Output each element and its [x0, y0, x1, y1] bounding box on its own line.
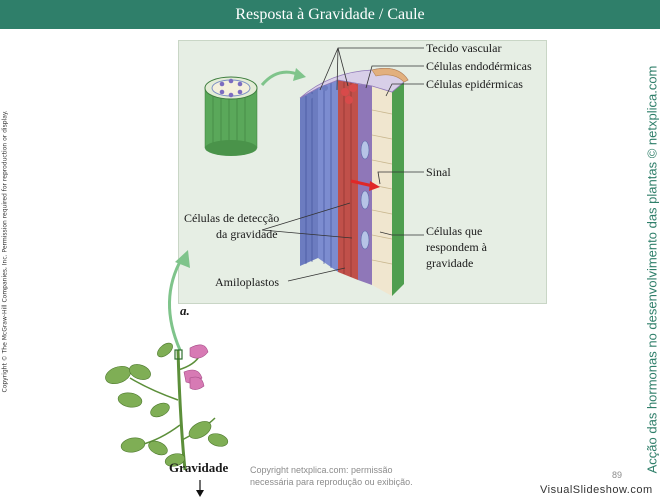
page-number: 89: [612, 470, 623, 480]
watermark-line-2: necessária para reprodução ou exibição.: [250, 477, 413, 487]
header-bar: Resposta à Gravidade / Caule: [0, 0, 660, 29]
copyright-vertical: Copyright © The McGraw-Hill Companies, I…: [1, 110, 9, 393]
gravity-arrowhead-icon: [196, 490, 204, 497]
label-responding-cells-line3: gravidade: [426, 256, 473, 270]
label-endodermal-cells: Células endodérmicas: [426, 59, 532, 73]
label-vascular-tissue: Tecido vascular: [426, 41, 501, 55]
pea-plant-illustration: [105, 342, 229, 471]
side-vertical-title: Acção das hormonas no desenvolvimento da…: [644, 65, 660, 474]
label-responding-cells-line2: respondem à: [426, 240, 488, 254]
zoom-arrowhead-icon: [293, 68, 306, 81]
label-detection-cells-line1: Células de detecção: [184, 211, 279, 225]
footer-brand[interactable]: VisualSlideshow.com: [540, 484, 653, 496]
part-label-a: a.: [180, 303, 190, 318]
label-epidermal-cells: Células epidérmicas: [426, 77, 523, 91]
watermark-text: Copyright netxplica.com: permissão neces…: [250, 464, 430, 488]
page-title: Resposta à Gravidade / Caule: [235, 6, 425, 23]
label-detection-cells-line2: da gravidade: [216, 227, 278, 241]
label-amyloplasts: Amiloplastos: [215, 275, 279, 289]
label-signal: Sinal: [426, 165, 451, 179]
watermark-line-1: Copyright netxplica.com: permissão: [250, 465, 393, 475]
callout-arrow-icon: [168, 257, 184, 351]
callout-arrowhead-icon: [175, 250, 190, 268]
stem-cross-section-icon: [204, 76, 258, 156]
label-responding-cells-line1: Células que: [426, 224, 482, 238]
stem-cutaway: [299, 67, 409, 296]
label-gravity: Gravidade: [169, 460, 228, 475]
